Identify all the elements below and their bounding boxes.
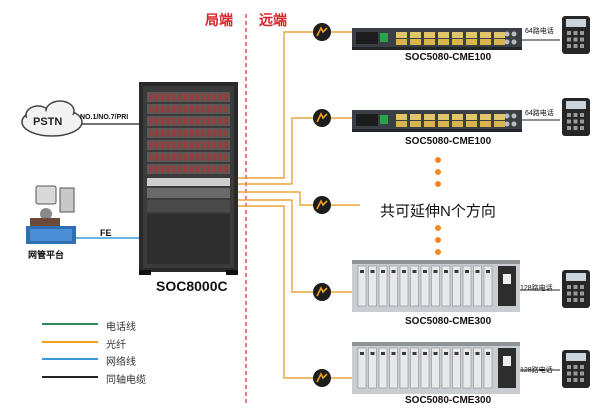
remote-2-model: SOC5080-CME100 [405,136,492,147]
remote-3-model: SOC5080-CME300 [405,316,492,327]
phone-icon-1 [562,16,590,54]
phone-links [510,39,560,371]
remote-1-device-icon [352,28,522,50]
nms-workstation-icon [26,185,76,244]
remote-3-device-icon [352,260,520,312]
fiber-link-4 [236,199,352,293]
remote-2-device-icon [352,110,522,132]
nms-label: 网管平台 [28,250,65,260]
remote-1-phones: 64路电话 [525,28,554,35]
fiber-connector-icon-2 [313,109,331,127]
fiber-connector-icon-1 [313,23,331,41]
remote-2-phones: 64路电话 [525,110,554,117]
extension-note: 共可延伸N个方向 [380,203,496,220]
continuation-dots [435,157,441,255]
phone-icon-2 [562,98,590,136]
phone-icon-3 [562,270,590,308]
remote-4-device-icon [352,342,520,394]
local-region-label: 局端 [205,12,233,28]
pstn-link-label: NO.1/NO.7/PRI [80,114,129,121]
legend-network-line: 网络线 [106,357,136,368]
fe-link-label: FE [100,228,112,238]
fiber-link-1 [236,31,352,179]
fiber-link-3 [236,191,360,206]
legend-coax: 同轴电缆 [106,375,146,386]
phone-icon-4 [562,350,590,388]
legend-swatches [42,323,98,378]
remote-3-phones: 128路电话 [520,285,553,292]
remote-4-phones: 128路电话 [520,367,553,374]
fiber-connector-icon-5 [313,369,331,387]
pstn-cloud-icon [21,100,83,137]
remote-4-model: SOC5080-CME300 [405,395,492,406]
fiber-link-2 [236,117,352,185]
central-rack-icon [139,82,238,275]
central-rack-label: SOC8000C [156,278,228,294]
fiber-links [236,31,360,379]
legend-fiber: 光纤 [106,340,126,351]
remote-1-model: SOC5080-CME100 [405,52,492,63]
fiber-connector-icon-4 [313,283,331,301]
pstn-label: PSTN [33,116,63,128]
fiber-connector-icon-3 [313,196,331,214]
legend-phone-line: 电话线 [106,322,136,333]
remote-region-label: 远端 [259,12,287,28]
